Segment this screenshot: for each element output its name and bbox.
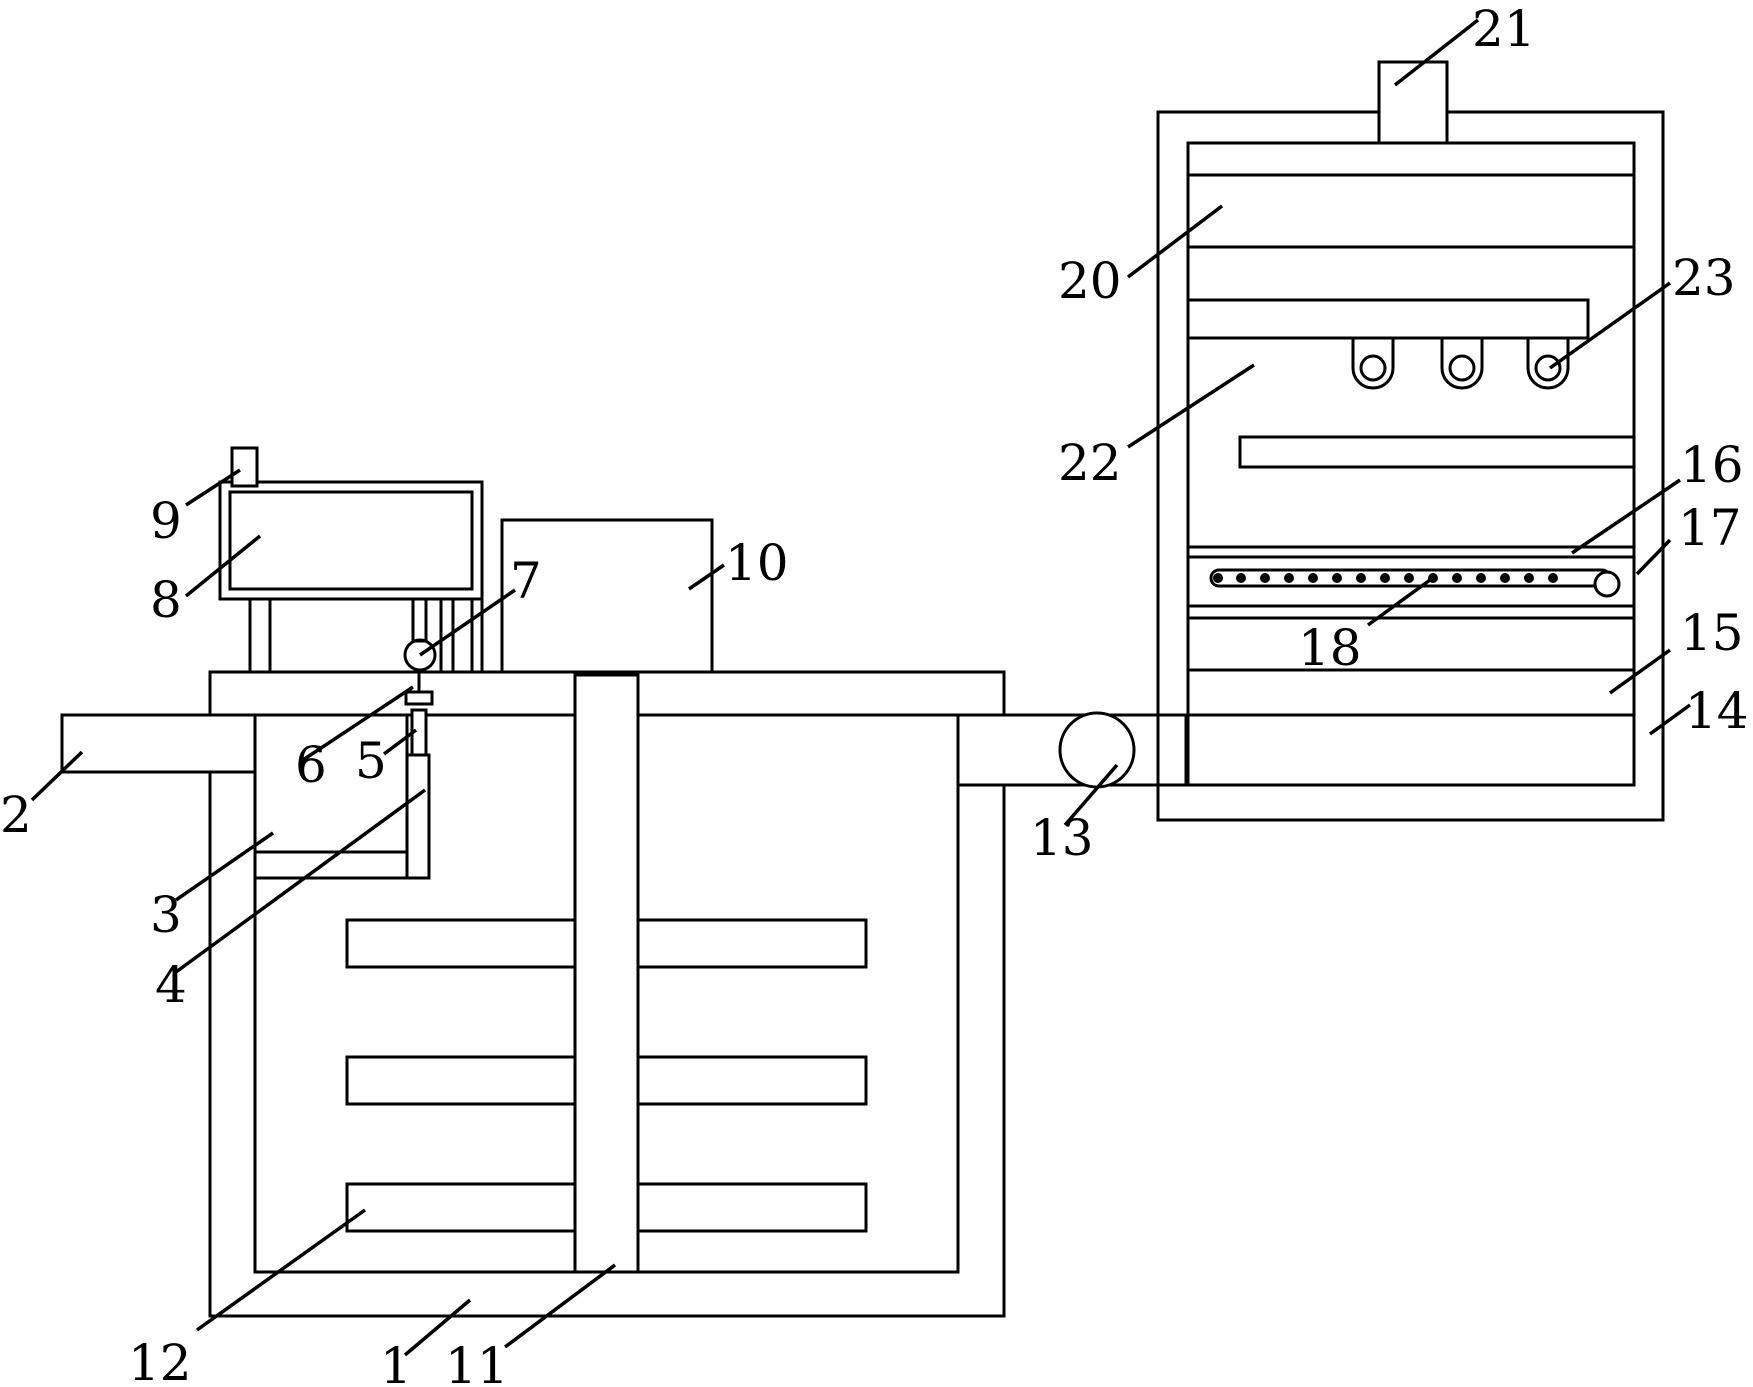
label-20: 20 bbox=[1058, 252, 1122, 310]
label-22: 22 bbox=[1058, 434, 1122, 492]
pump-13 bbox=[1058, 711, 1136, 789]
support-leg bbox=[248, 597, 272, 674]
label-10: 10 bbox=[725, 534, 789, 592]
outlet-21 bbox=[1377, 60, 1449, 145]
nozzle-opening bbox=[1534, 354, 1562, 382]
label-5: 5 bbox=[355, 732, 387, 790]
filter-layer-20 bbox=[1186, 173, 1636, 249]
spray-bar bbox=[1186, 298, 1590, 340]
label-3: 3 bbox=[150, 886, 182, 944]
label-8: 8 bbox=[150, 571, 182, 629]
label-9: 9 bbox=[150, 492, 182, 550]
label-14: 14 bbox=[1685, 682, 1749, 740]
nozzles-23 bbox=[1351, 336, 1570, 390]
cabinet-14 bbox=[1156, 60, 1665, 822]
paddle bbox=[636, 918, 868, 969]
leader-lines bbox=[30, 18, 1692, 1357]
paddle bbox=[345, 1182, 577, 1233]
paddle bbox=[345, 918, 577, 969]
stirring-shaft-11 bbox=[573, 673, 640, 1274]
upper-tank-8 bbox=[218, 446, 484, 674]
part-6 bbox=[404, 690, 434, 706]
label-18: 18 bbox=[1298, 619, 1362, 677]
label-13: 13 bbox=[1030, 809, 1094, 867]
label-7: 7 bbox=[510, 552, 542, 610]
paddle bbox=[345, 1055, 577, 1106]
label-16: 16 bbox=[1680, 436, 1744, 494]
label-23: 23 bbox=[1672, 249, 1736, 307]
feed-pipe bbox=[411, 597, 428, 643]
label-15: 15 bbox=[1680, 604, 1744, 662]
nozzle-opening bbox=[1359, 354, 1387, 382]
paddle bbox=[636, 1182, 868, 1233]
label-4: 4 bbox=[155, 956, 187, 1014]
motor-10 bbox=[500, 518, 714, 674]
upper-tank-outer bbox=[218, 480, 484, 601]
label-12: 12 bbox=[128, 1334, 192, 1387]
roller-17 bbox=[1593, 570, 1621, 598]
label-21: 21 bbox=[1472, 0, 1536, 58]
label-2: 2 bbox=[0, 786, 32, 844]
vent-9 bbox=[230, 446, 259, 488]
label-11: 11 bbox=[445, 1337, 509, 1387]
conveyor-pins bbox=[1213, 573, 1558, 583]
upper-tank-inner bbox=[228, 490, 474, 591]
stirring-paddles-12 bbox=[345, 918, 868, 1233]
inlet-pipe-2 bbox=[60, 713, 257, 774]
label-1: 1 bbox=[380, 1337, 412, 1387]
nozzle-opening bbox=[1448, 354, 1476, 382]
label-17: 17 bbox=[1678, 499, 1742, 557]
baffle-plate bbox=[1238, 435, 1636, 469]
paddle bbox=[636, 1055, 868, 1106]
pipe-4 bbox=[405, 753, 431, 880]
label-6: 6 bbox=[295, 736, 327, 794]
